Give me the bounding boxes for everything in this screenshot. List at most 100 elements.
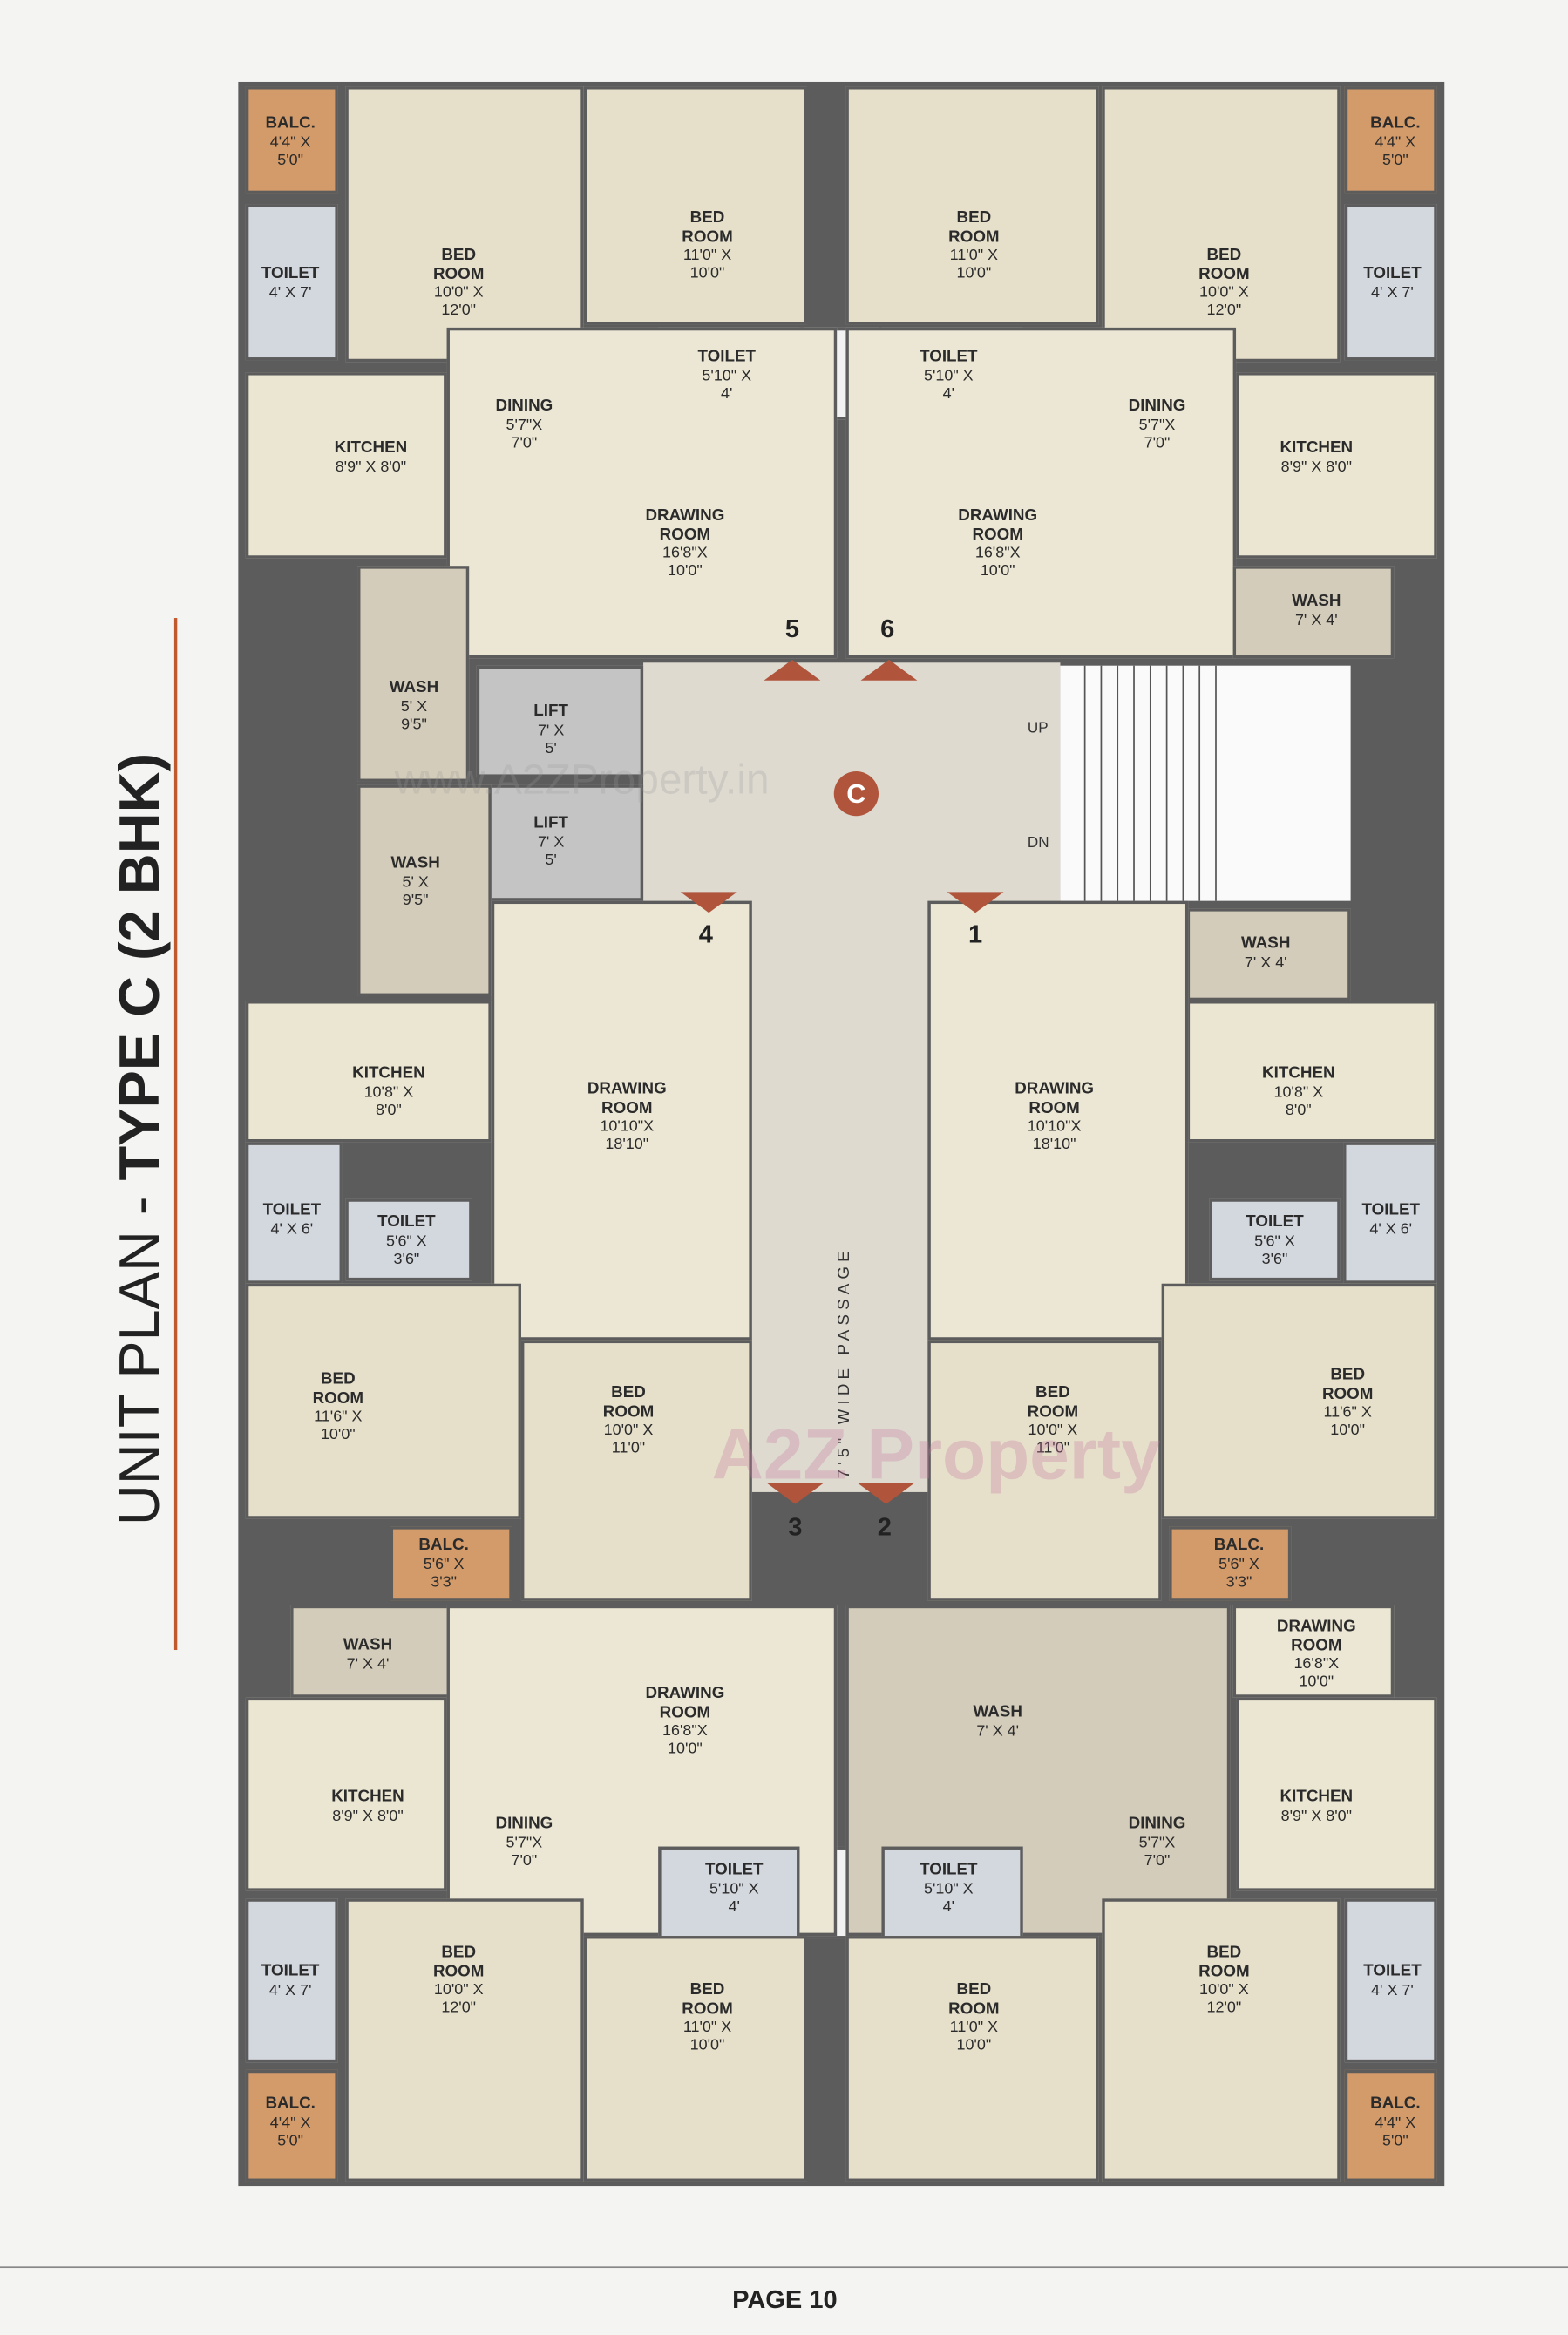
room-dimensions: 5' X 9'5" bbox=[400, 697, 428, 734]
room-dimensions: 7' X 4' bbox=[1294, 610, 1338, 629]
room-name: BED ROOM bbox=[432, 246, 485, 283]
room-name: WASH bbox=[389, 678, 439, 696]
footer-divider bbox=[0, 2266, 1568, 2269]
room-dimensions: 16'8"X 10'0" bbox=[662, 544, 708, 580]
room-toilet bbox=[345, 1198, 472, 1281]
room-bed bbox=[1161, 1283, 1437, 1519]
room-dimensions: 10'0" X 11'0" bbox=[1028, 1421, 1078, 1458]
room-dimensions: 5'6" X 3'6" bbox=[1254, 1232, 1295, 1268]
room-name: WASH bbox=[1292, 592, 1341, 610]
room-dimensions: 10'10"X 18'10" bbox=[600, 1117, 655, 1154]
room-dimensions: 5'10" X 4' bbox=[923, 1879, 974, 1916]
room-dimensions: 16'8"X 10'0" bbox=[1293, 1655, 1340, 1692]
room-dimensions: 5'7"X 7'0" bbox=[506, 416, 543, 452]
room-dimensions: 7' X 4' bbox=[976, 1721, 1020, 1741]
core-marker: C bbox=[833, 771, 879, 817]
room-name: DRAWING ROOM bbox=[587, 1080, 667, 1117]
room-lift bbox=[476, 784, 644, 901]
room-dimensions: 7' X 4' bbox=[346, 1654, 390, 1673]
room-dimensions: 10'10"X 18'10" bbox=[1027, 1117, 1082, 1154]
room-name: BED ROOM bbox=[1198, 246, 1250, 283]
watermark-logo: A2Z Property bbox=[711, 1415, 1161, 1496]
stair-step bbox=[1083, 665, 1086, 901]
room-label: BALC.5'6" X 3'3" bbox=[1214, 1537, 1264, 1592]
room-wash bbox=[357, 784, 492, 996]
room-name: KITCHEN bbox=[1280, 1788, 1354, 1806]
room-bed bbox=[583, 1936, 808, 2182]
unit-number: 3 bbox=[788, 1512, 803, 1542]
room-dimensions: 4' X 7' bbox=[268, 1980, 312, 1999]
room-bed bbox=[583, 86, 808, 325]
room-bed bbox=[1102, 1898, 1341, 2182]
room-name: DRAWING ROOM bbox=[958, 506, 1038, 544]
room-name: DINING bbox=[495, 397, 553, 416]
room-dimensions: 10'0" X 12'0" bbox=[433, 1981, 484, 2018]
room-dimensions: 4'4" X 5'0" bbox=[1375, 132, 1416, 169]
room-drawing bbox=[927, 900, 1189, 1341]
room-kitchen bbox=[1236, 1697, 1437, 1891]
entry-triangle-icon bbox=[766, 1483, 824, 1504]
room-lift bbox=[476, 665, 644, 777]
room-balc bbox=[1169, 1526, 1292, 1601]
room-name: WASH bbox=[973, 1702, 1022, 1721]
room-name: DINING bbox=[1128, 1815, 1186, 1833]
room-dimensions: 10'0" X 12'0" bbox=[1199, 1981, 1249, 2018]
room-name: BED ROOM bbox=[602, 1383, 655, 1421]
room-dimensions: 5'7"X 7'0" bbox=[1138, 416, 1176, 452]
room-balc bbox=[1344, 86, 1437, 194]
room-bed bbox=[927, 1340, 1162, 1601]
room-name: KITCHEN bbox=[331, 1788, 404, 1806]
room-dimensions: 5'6" X 3'6" bbox=[386, 1232, 427, 1268]
room-bed bbox=[245, 1283, 521, 1519]
room-drawing bbox=[446, 327, 838, 659]
room-drawing bbox=[491, 900, 752, 1341]
room-name: BED ROOM bbox=[1027, 1383, 1079, 1421]
room-toilet bbox=[1343, 1142, 1437, 1284]
room-dimensions: 16'8"X 10'0" bbox=[662, 1722, 708, 1759]
room-bed bbox=[345, 86, 584, 363]
stair-step bbox=[1182, 665, 1184, 901]
room-dimensions: 4' X 6' bbox=[1369, 1219, 1413, 1239]
room-dimensions: 4' X 7' bbox=[1371, 1980, 1414, 1999]
page-number: PAGE 10 bbox=[732, 2285, 838, 2315]
unit-number: 2 bbox=[877, 1512, 892, 1542]
room-kitchen bbox=[1186, 1001, 1437, 1143]
stair-step bbox=[1165, 665, 1168, 901]
watermark: www.A2ZProperty.in bbox=[394, 756, 770, 803]
room-dimensions: 4'4" X 5'0" bbox=[1375, 2113, 1416, 2149]
room-dimensions: 11'0" X 10'0" bbox=[949, 246, 999, 283]
room-name: TOILET bbox=[1363, 1962, 1422, 1980]
title-type: TYPE C (2 BHK) bbox=[109, 752, 173, 1181]
room-kitchen bbox=[1236, 372, 1437, 559]
room-dimensions: 8'9" X 8'0" bbox=[1280, 458, 1353, 476]
room-dimensions: 16'8"X 10'0" bbox=[974, 544, 1021, 580]
room-balc bbox=[245, 2069, 338, 2182]
room-dimensions: 10'0" X 12'0" bbox=[1199, 283, 1249, 320]
room-name: BED ROOM bbox=[682, 208, 733, 246]
room-name: KITCHEN bbox=[352, 1063, 425, 1083]
room-name: BALC. bbox=[265, 113, 316, 132]
room-bed bbox=[845, 1936, 1099, 2182]
